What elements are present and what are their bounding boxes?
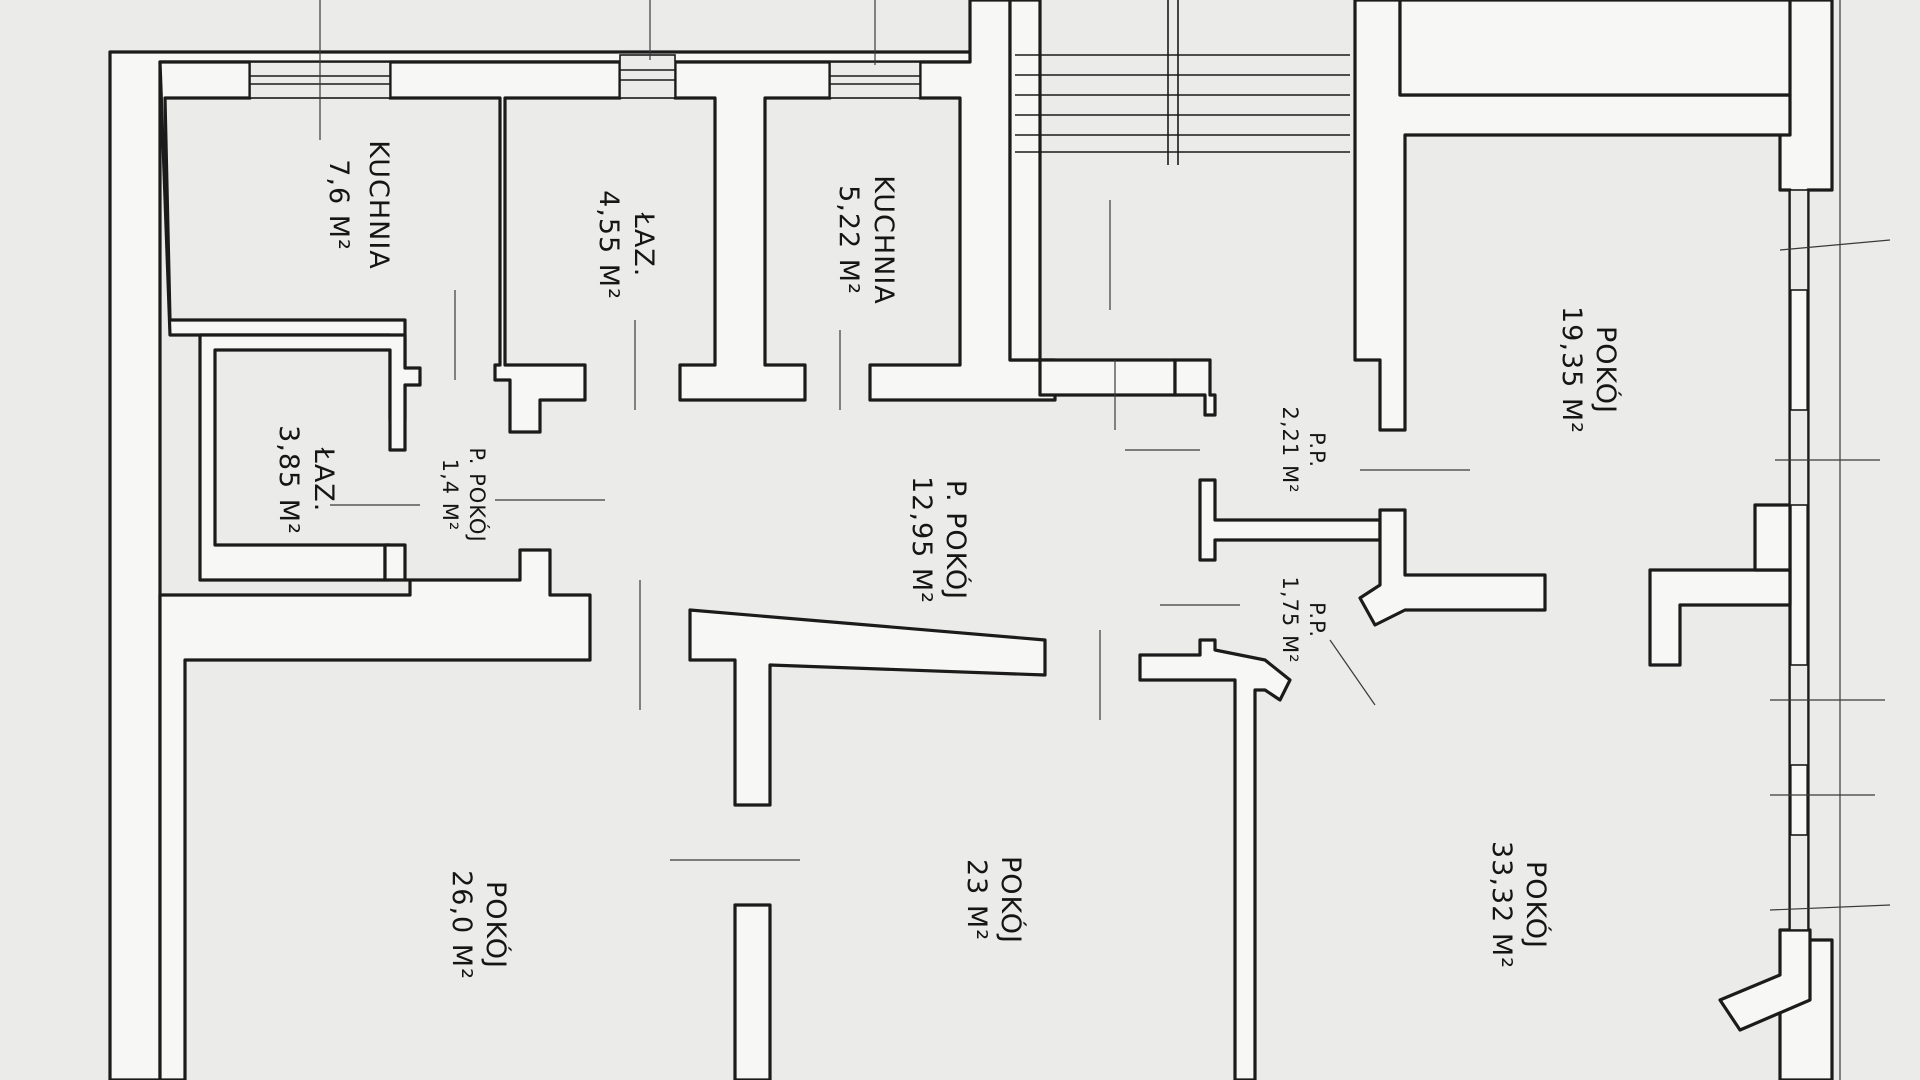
window-7	[1789, 834, 1809, 931]
wall-stair-top-right	[1398, 0, 1792, 97]
room-area: 23 M²	[961, 859, 992, 941]
room-name: POKÓJ	[480, 881, 512, 969]
room-area: 4,55 M²	[593, 190, 624, 300]
room-area: 1,4 M²	[438, 459, 462, 532]
wall-laz2-bottom	[158, 543, 592, 1080]
room-name: ŁAZ.	[308, 447, 339, 513]
window-6	[1789, 664, 1809, 766]
room-name: KUCHNIA	[868, 175, 899, 305]
room-area: 2,21 M²	[1278, 407, 1302, 494]
wall-pp2-lower	[1138, 638, 1292, 1080]
wall-pokoj-right-divider	[1648, 568, 1792, 667]
room-name: P.P.	[1305, 602, 1329, 638]
room-name: POKÓJ	[1520, 861, 1552, 949]
room-area: 7,6 M²	[323, 159, 354, 251]
room-name: P. POKÓJ	[940, 480, 972, 600]
room-label-pp-2: P.P. 1,75 M²	[1278, 577, 1329, 664]
window-3	[829, 61, 921, 99]
room-label-laz-2: ŁAZ. 3,85 M²	[273, 425, 339, 535]
room-area: 26,0 M²	[446, 870, 477, 980]
room-name: P.P.	[1305, 432, 1329, 468]
room-area: 1,75 M²	[1278, 577, 1302, 664]
room-area: 3,85 M²	[273, 425, 304, 535]
room-label-pokoj-33: POKÓJ 33,32 M²	[1486, 841, 1552, 969]
construction-lines	[319, 0, 1891, 1080]
wall-bay	[1718, 928, 1812, 1032]
wall-pp1	[1173, 358, 1217, 417]
room-label-pokoj-26: POKÓJ 26,0 M²	[446, 870, 512, 980]
room-area: 5,22 M²	[833, 185, 864, 295]
wall-corridor-diagonal	[688, 608, 1047, 807]
room-label-pokoj-19: POKÓJ 19,35 M²	[1556, 306, 1622, 434]
room-label-kuchnia-1: KUCHNIA 7,6 M²	[323, 140, 394, 270]
room-area: 19,35 M²	[1556, 306, 1587, 434]
window-2	[619, 54, 676, 99]
wall-pp2	[1358, 508, 1547, 627]
room-label-p-pokoj: P. POKÓJ 12,95 M²	[906, 476, 972, 604]
room-name: POKÓJ	[995, 856, 1027, 944]
room-label-pokoj-23: POKÓJ 23 M²	[961, 856, 1027, 944]
room-area: 33,32 M²	[1486, 841, 1517, 969]
room-name: ŁAZ.	[628, 212, 659, 278]
room-label-kuchnia-2: KUCHNIA 5,22 M²	[833, 175, 899, 305]
room-area: 12,95 M²	[906, 476, 937, 604]
room-label-p-pokoj-small: P. POKÓJ 1,4 M²	[438, 447, 490, 542]
room-name: POKÓJ	[1590, 326, 1622, 414]
room-label-pp-1: P.P. 2,21 M²	[1278, 407, 1329, 494]
window-5	[1789, 409, 1809, 506]
room-name: P. POKÓJ	[465, 447, 490, 542]
room-name: KUCHNIA	[363, 140, 394, 270]
wall-kuchnia1-right	[388, 60, 622, 434]
wall-pokoj-right-top	[1753, 503, 1792, 572]
room-label-laz-1: ŁAZ. 4,55 M²	[593, 190, 659, 300]
window-4	[1789, 189, 1809, 291]
staircase	[1015, 0, 1350, 165]
wall-corridor-lower	[733, 903, 772, 1080]
